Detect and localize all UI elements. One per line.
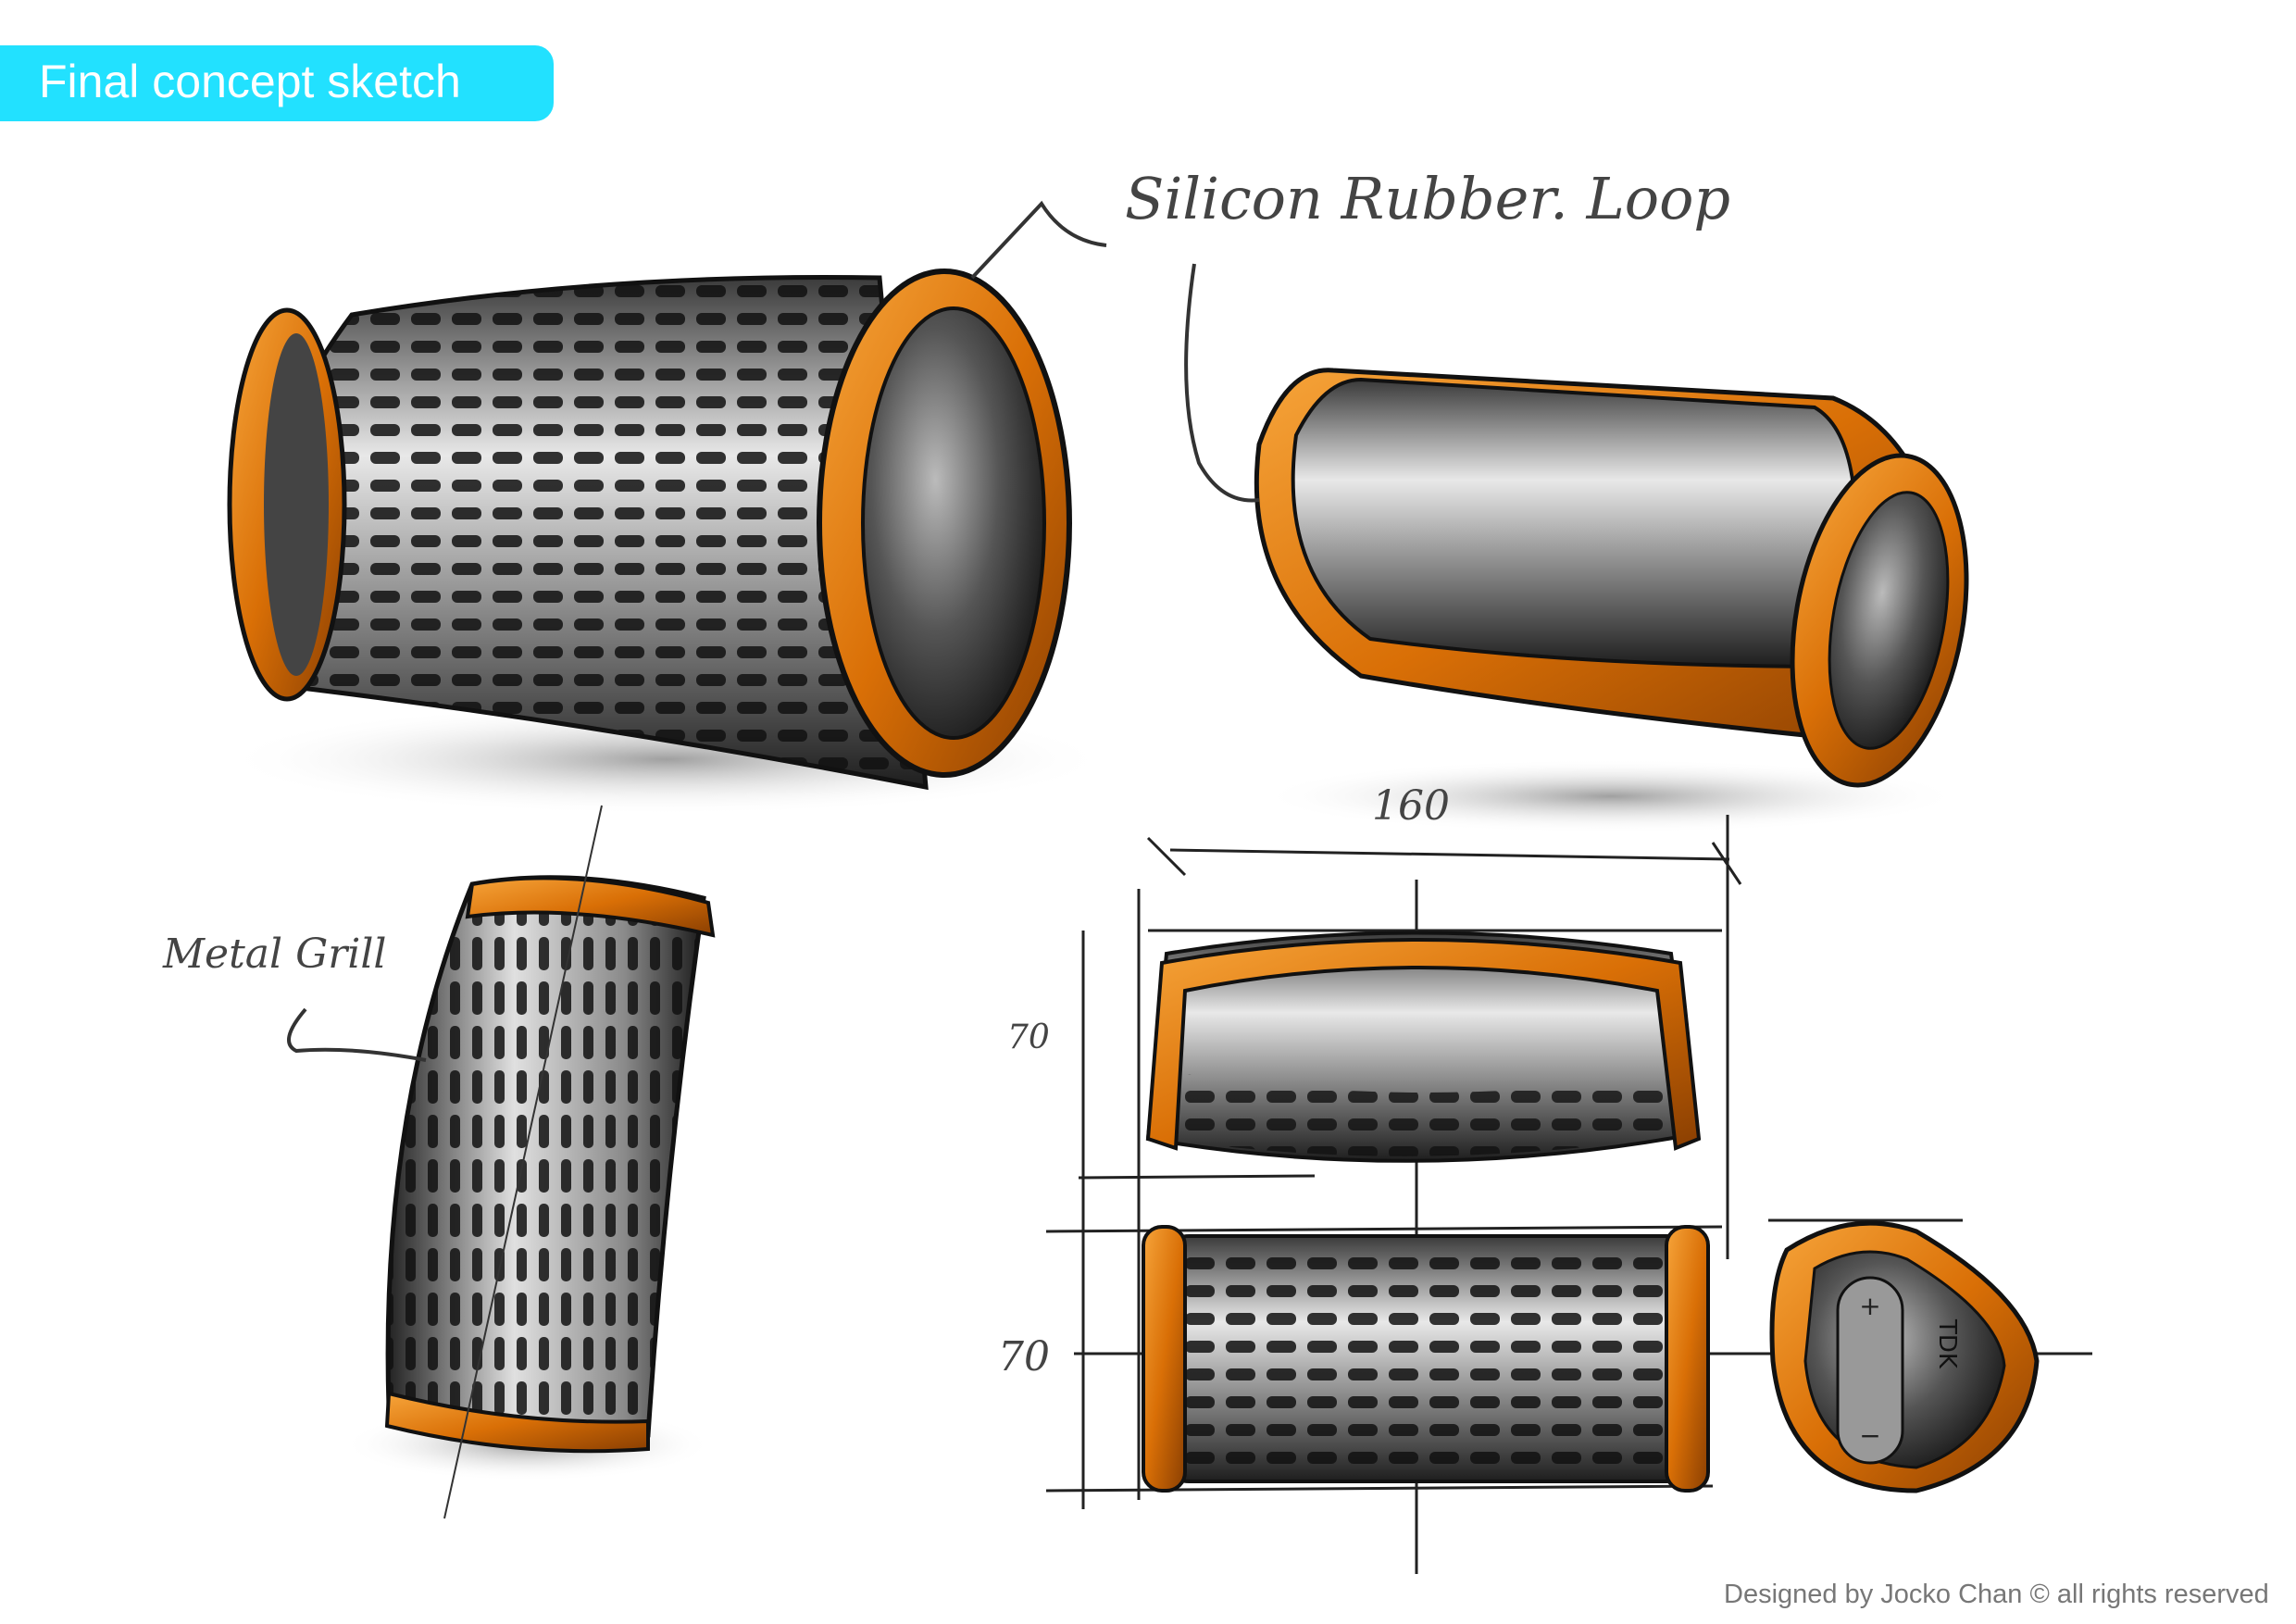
dimension-height-side: 70 bbox=[998, 1333, 1050, 1380]
end-view: + − TDK bbox=[1769, 1220, 2040, 1493]
copyright-footer: Designed by Jocko Chan © all rights rese… bbox=[1724, 1580, 2269, 1609]
page-title: Final concept sketch bbox=[39, 56, 461, 107]
dimension-width: 160 bbox=[1372, 782, 1450, 830]
front-view bbox=[1145, 931, 1702, 1163]
speaker-vertical-view bbox=[287, 805, 716, 1519]
title-banner: Final concept sketch bbox=[0, 45, 554, 121]
speaker-side-perspective-view bbox=[970, 200, 1969, 833]
volume-down-symbol: − bbox=[1859, 1420, 1880, 1451]
annotation-metal-grill: Metal Grill bbox=[163, 931, 387, 978]
side-view bbox=[1142, 1225, 1710, 1493]
volume-up-symbol: + bbox=[1859, 1291, 1880, 1321]
dimension-height-front: 70 bbox=[1007, 1018, 1050, 1056]
annotation-silicon-loop: Silicon Rubber. Loop bbox=[1125, 165, 1731, 232]
brand-logo: TDK bbox=[1933, 1318, 1961, 1369]
speaker-perspective-view bbox=[222, 269, 1111, 815]
